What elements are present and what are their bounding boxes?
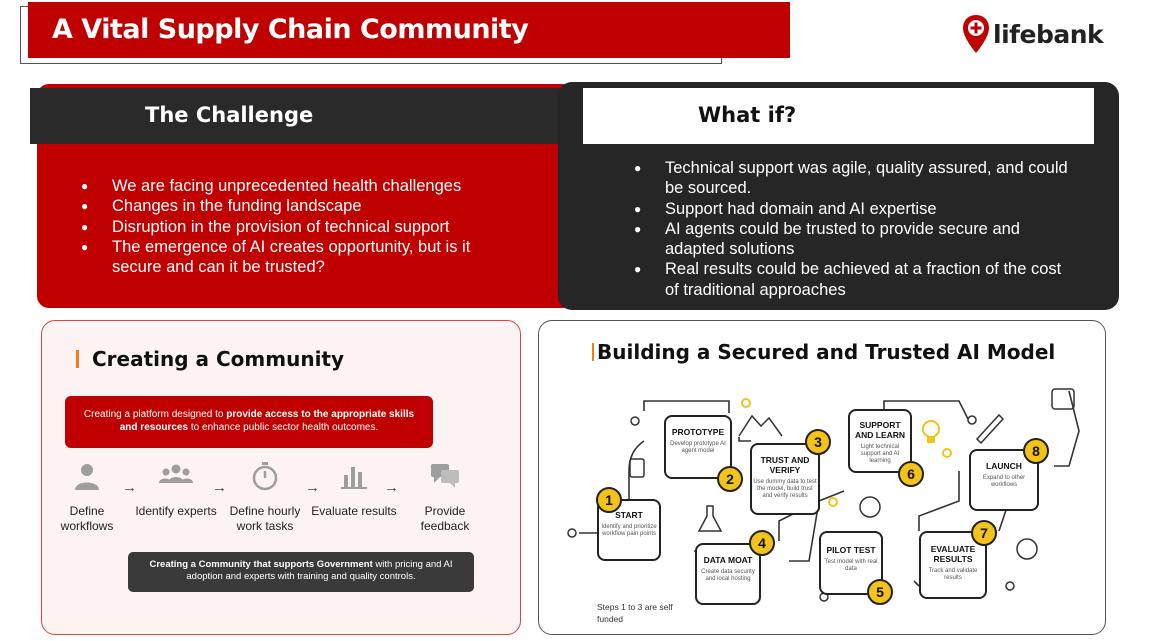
ai-model-panel: Building a Secured and Trusted AI Model (538, 320, 1106, 635)
platform-callout: Creating a platform designed to provide … (65, 396, 433, 448)
node-heading: SUPPORT AND LEARN (854, 420, 906, 440)
node-heading: LAUNCH (986, 461, 1022, 471)
node-heading: PROTOTYPE (671, 427, 725, 437)
step-badge: 7 (971, 520, 997, 546)
community-summary: Creating a Community that supports Gover… (128, 552, 474, 592)
step-badge: 2 (717, 466, 743, 492)
node-description: Use dummy data to test the model, build … (753, 479, 817, 499)
step-label: Define workflows (60, 504, 114, 533)
logo-text: lifebank (993, 19, 1104, 49)
step-evaluate-results: Evaluate results (309, 461, 399, 519)
list-item: AI agents could be trusted to provide se… (634, 219, 1074, 260)
node-heading: PILOT TEST (826, 545, 876, 555)
challenge-heading-bar: The Challenge (30, 88, 575, 144)
community-steps: Define workflows → Identify experts → De… (42, 461, 522, 541)
list-item: Real results could be achieved at a frac… (634, 259, 1074, 300)
step-define-tasks: Define hourly work tasks (220, 461, 310, 534)
bar-chart-icon (341, 467, 367, 489)
arrow-icon: → (384, 479, 399, 496)
step-label: Identify experts (135, 504, 217, 518)
title-banner (28, 2, 790, 58)
whatif-heading: What if? (698, 103, 797, 127)
step-label: Define hourly work tasks (229, 504, 301, 533)
node-data-moat: DATA MOAT Create data security and local… (695, 543, 761, 605)
list-item: We are facing unprecedented health chall… (81, 176, 521, 197)
arrow-icon: → (212, 479, 227, 496)
step-badge: 6 (898, 461, 924, 487)
node-launch: LAUNCH Expand to other workflows (969, 449, 1039, 511)
funding-footnote: Steps 1 to 3 are self funded (597, 602, 673, 624)
step-badge: 8 (1023, 438, 1049, 464)
node-heading: START (615, 510, 643, 520)
callout-text: Creating a platform designed to (83, 409, 227, 420)
node-heading: DATA MOAT (703, 555, 753, 565)
whatif-list: Technical support was agile, quality ass… (634, 158, 1074, 300)
community-title: Creating a Community (76, 347, 344, 371)
list-item: Technical support was agile, quality ass… (634, 158, 1074, 199)
node-description: Develop prototype AI agent model (670, 441, 726, 454)
community-panel: Creating a Community Creating a platform… (41, 320, 521, 635)
node-start: START Identify and prioritize workflow p… (597, 499, 661, 561)
step-badge: 1 (596, 487, 622, 513)
step-badge: 5 (867, 579, 893, 605)
whatif-heading-bar: What if? (583, 88, 1094, 144)
list-item: The emergence of AI creates opportunity,… (81, 237, 521, 278)
node-description: Light technical support and AI learning (860, 444, 900, 464)
list-item: Disruption in the provision of technical… (81, 217, 521, 238)
challenge-heading: The Challenge (145, 103, 314, 127)
lifebank-pin-icon (963, 15, 989, 53)
chat-icon (431, 464, 459, 488)
step-provide-feedback: Provide feedback (400, 461, 490, 534)
node-description: Create data security and local hosting (701, 569, 755, 582)
step-define-workflows: Define workflows (42, 461, 132, 534)
node-heading: TRUST AND VERIFY (760, 455, 810, 475)
challenge-list: We are facing unprecedented health chall… (81, 176, 521, 277)
arrow-icon: → (305, 479, 320, 496)
step-label: Provide feedback (420, 504, 470, 533)
callout-text: to enhance public sector health outcomes… (188, 422, 379, 433)
node-description: Identify and prioritize workflow pain po… (601, 524, 657, 537)
node-heading: EVALUATE RESULTS (930, 544, 976, 564)
step-identify-experts: Identify experts (131, 461, 221, 519)
node-description: Expand to other workflows (982, 475, 1026, 488)
ai-model-title: Building a Secured and Trusted AI Model (592, 340, 1055, 364)
node-description: Test model with real data (824, 559, 878, 572)
person-icon (75, 464, 99, 490)
arrow-icon: → (122, 479, 137, 496)
logo: lifebank (962, 14, 1104, 54)
summary-text: with pricing and AI adoption and experts… (186, 559, 453, 582)
group-icon (159, 464, 193, 483)
step-badge: 3 (805, 429, 831, 455)
summary-bold-text: Creating a Community that supports Gover… (149, 559, 373, 570)
callout-bold-text: provide access to the appropriate skills… (119, 409, 415, 433)
list-item: Support had domain and AI expertise (634, 199, 1074, 220)
step-label: Evaluate results (311, 504, 397, 518)
stopwatch-icon (252, 462, 278, 491)
step-badge: 4 (749, 530, 775, 556)
page-title: A Vital Supply Chain Community (52, 14, 529, 45)
node-trust-verify: TRUST AND VERIFY Use dummy data to test … (750, 443, 820, 515)
list-item: Changes in the funding landscape (81, 196, 521, 217)
node-support-learn: SUPPORT AND LEARN Light technical suppor… (848, 409, 912, 473)
node-description: Track and validate results (928, 568, 978, 581)
